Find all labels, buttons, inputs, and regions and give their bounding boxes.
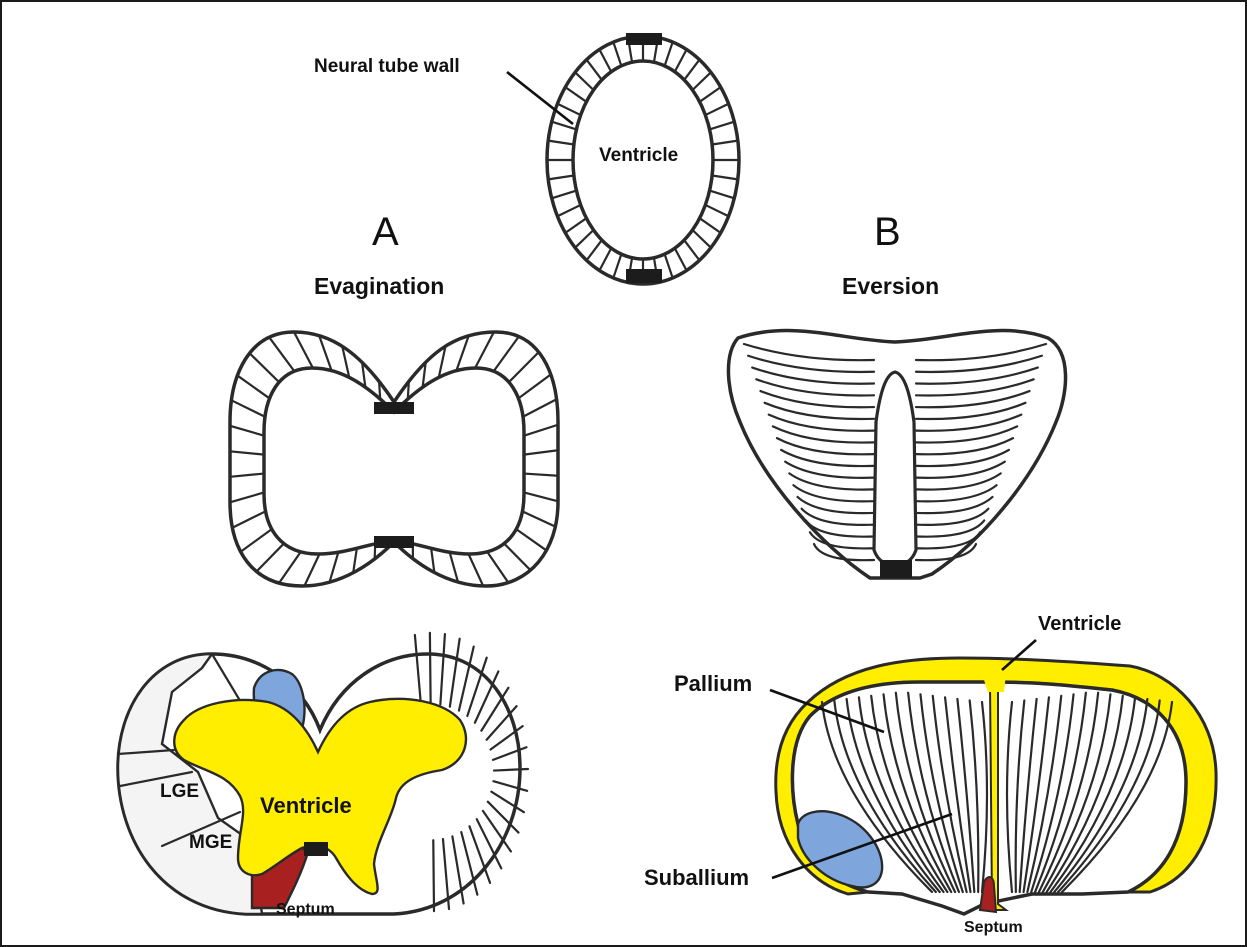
septum-b-label: Septum [964,919,1023,936]
evagination-floor-plate [374,536,414,548]
evagination-roof-plate [374,402,414,414]
wall-cell-divider [433,840,434,911]
eversion-heading: Eversion [842,273,939,299]
mge-label: MGE [189,832,232,853]
eversion-midline-ventricle [874,372,916,566]
septum-a-label: Septum [276,901,335,918]
wall-cell-divider [494,769,528,771]
wall-cell-divider [430,633,431,704]
section-a-plug [304,842,328,856]
panel-b-letter: B [874,210,901,254]
evagination-colored-section [118,633,528,914]
ventricle-top-label: Ventricle [599,145,678,166]
eversion-colored-section [776,658,1216,914]
evagination-heading: Evagination [314,273,444,299]
panel-a-letter: A [372,210,399,254]
floor-plate [626,269,662,283]
eversion-floor-plate [880,560,912,578]
suballium-label: Suballium [644,865,749,890]
pallium-label: Pallium [674,671,752,696]
eversion-stage [728,331,1065,578]
evagination-stage [230,332,558,586]
neural-tube-wall-label: Neural tube wall [314,56,460,77]
ventricle-b-label: Ventricle [1038,613,1121,635]
lge-label: LGE [160,781,199,802]
evagination-ventricle [264,368,524,554]
ventricle-a-label: Ventricle [260,793,352,818]
roof-plate [626,33,662,45]
